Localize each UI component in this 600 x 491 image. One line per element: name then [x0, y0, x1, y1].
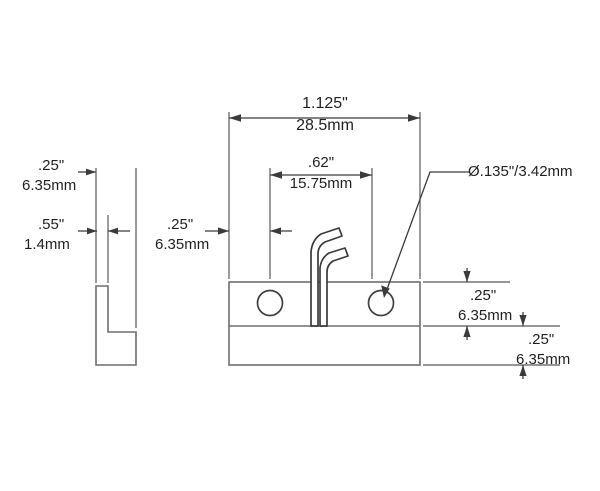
side-profile-extension-lines — [95, 168, 137, 328]
side-flange-dimension-group: .25" 6.35mm — [155, 216, 292, 253]
side-flange-metric: 6.35mm — [155, 236, 209, 253]
vertical-upper-metric: 6.35mm — [458, 307, 512, 324]
thickness-metric: 1.4mm — [24, 236, 70, 253]
hole-diameter-leader — [385, 171, 470, 293]
side-flange-arrow-right — [270, 227, 281, 235]
side-flange-imperial: .25" — [167, 216, 193, 233]
hole-spacing-dimension-group: .62" 15.75mm — [270, 154, 372, 192]
edge-offset-imperial: .25" — [38, 157, 64, 174]
overall-width-arrow-left — [229, 114, 241, 122]
hole-spacing-arrow-right — [360, 171, 372, 179]
vertical-lower-metric: 6.35mm — [516, 351, 570, 368]
edge-offset-metric: 6.35mm — [22, 177, 76, 194]
thickness-arrow-right — [108, 227, 118, 235]
overall-width-metric: 28.5mm — [296, 117, 354, 134]
overall-width-arrow-right — [408, 114, 420, 122]
overall-width-imperial: 1.125" — [302, 95, 348, 112]
spring-clip-tine-inner — [319, 247, 349, 327]
side-profile-outline — [95, 285, 137, 366]
hole-diameter-label: Ø.135"/3.42mm — [468, 163, 573, 180]
vertical-upper-arrow-bottom — [463, 326, 471, 337]
spring-clip-tine-outer — [310, 227, 343, 327]
side-profile-view — [95, 285, 137, 366]
hole-diameter-group: Ø.135"/3.42mm — [381, 163, 573, 298]
hole-spacing-imperial: .62" — [308, 154, 334, 171]
spring-clip-tines — [310, 227, 349, 327]
material-thickness-dimension-group: .55" 1.4mm — [24, 216, 130, 253]
vertical-lower-imperial: .25" — [528, 331, 554, 348]
mounting-hole-right — [367, 289, 395, 317]
vertical-lower-dimension-group: .25" 6.35mm — [516, 312, 570, 379]
vertical-lower-arrow-top — [519, 315, 527, 326]
side-flange-arrow-left — [218, 227, 229, 235]
mounting-hole-left — [256, 289, 284, 317]
front-view-extension-lines — [228, 112, 421, 279]
overall-width-dimension-group: 1.125" 28.5mm — [229, 95, 420, 134]
thickness-arrow-left — [87, 227, 97, 235]
thickness-imperial: .55" — [38, 216, 64, 233]
hole-spacing-arrow-left — [270, 171, 282, 179]
hole-diameter-arrow — [381, 285, 390, 298]
vertical-upper-arrow-top — [463, 271, 471, 282]
vertical-upper-imperial: .25" — [470, 287, 496, 304]
edge-offset-arrow — [86, 168, 96, 176]
edge-offset-dimension-group: .25" 6.35mm — [22, 157, 96, 194]
vertical-upper-dimension-group: .25" 6.35mm — [458, 268, 512, 340]
vertical-lower-arrow-bottom — [519, 365, 527, 376]
hole-spacing-metric: 15.75mm — [290, 175, 353, 192]
